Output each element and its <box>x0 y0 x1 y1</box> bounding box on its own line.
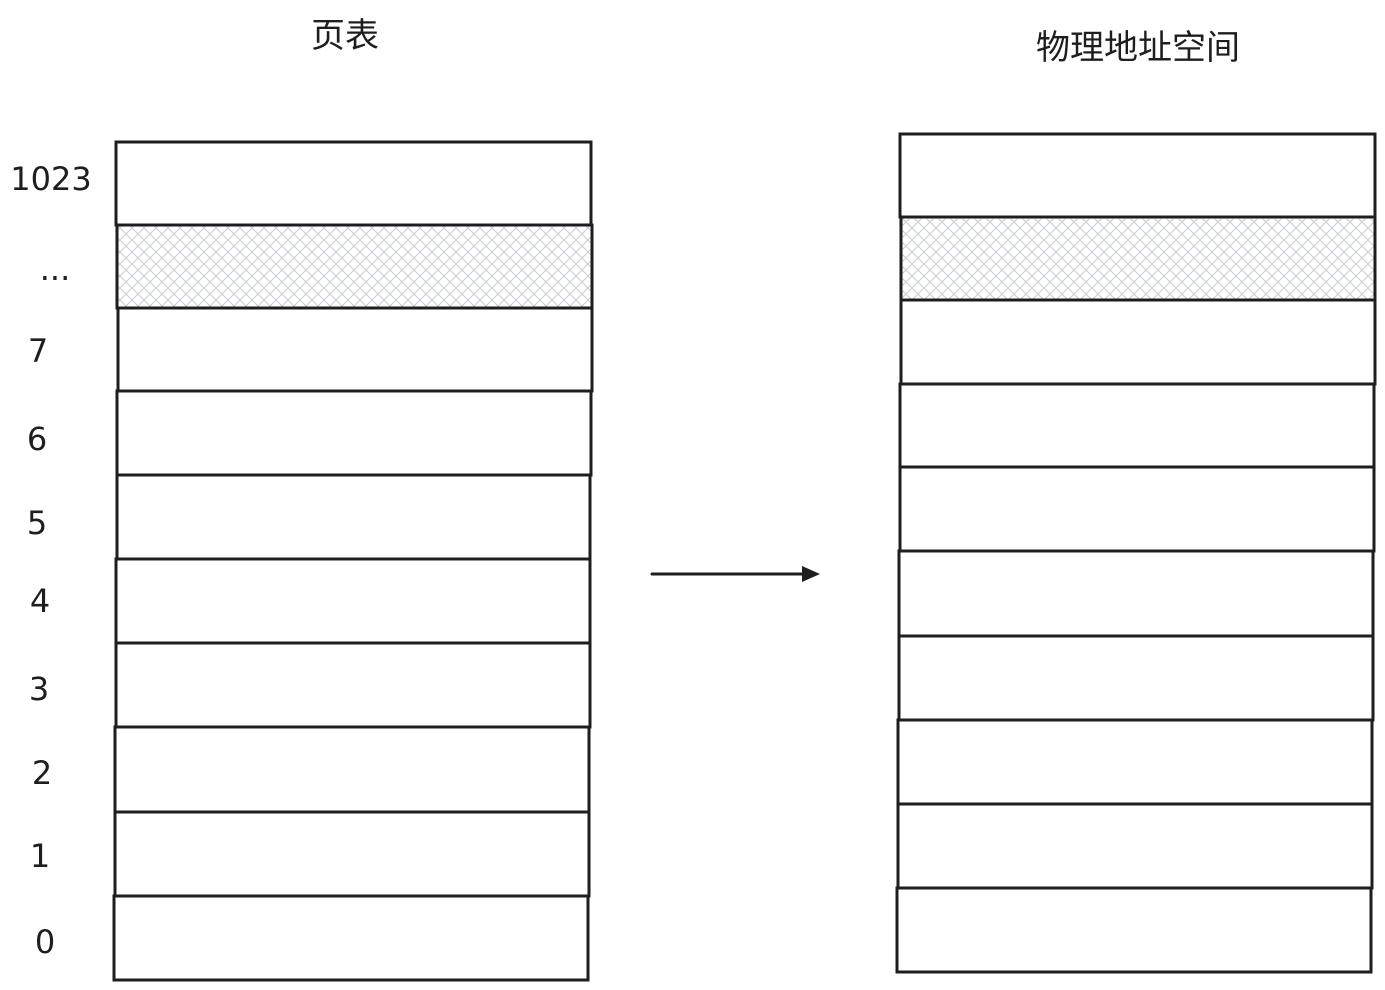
physical-frame <box>897 634 1375 722</box>
row-index-label: 4 <box>30 582 50 620</box>
page-table-row <box>115 473 592 561</box>
physical-address-space-title: 物理地址空间 <box>1036 28 1240 68</box>
physical-address-space <box>895 132 1377 974</box>
row-index-label: 1023 <box>10 160 91 198</box>
row-index-label: 7 <box>28 332 48 370</box>
page-table-row <box>113 810 591 898</box>
page-table-index-labels: 1023 ... 7 6 5 4 3 2 1 0 <box>10 160 91 961</box>
page-table-row <box>116 306 594 393</box>
physical-frame <box>896 718 1374 806</box>
page-table-row <box>114 140 593 227</box>
row-index-label: 0 <box>35 923 55 961</box>
page-table-row <box>115 389 593 477</box>
row-index-label: 1 <box>30 837 50 875</box>
physical-frame <box>898 132 1377 219</box>
physical-frame <box>897 549 1375 638</box>
physical-frame <box>899 298 1377 386</box>
mapping-arrow <box>650 566 820 582</box>
physical-frame <box>896 802 1374 890</box>
row-index-label: 6 <box>27 420 47 458</box>
physical-frame <box>898 465 1376 553</box>
row-index-label: 5 <box>27 504 47 542</box>
physical-frame-ellipsis <box>899 215 1377 302</box>
row-index-label: ... <box>40 250 71 288</box>
page-table-title: 页表 <box>311 16 379 56</box>
page-table-row <box>114 557 592 645</box>
page-table-row <box>113 725 591 814</box>
page-table <box>112 140 594 982</box>
row-index-label: 3 <box>29 670 49 708</box>
physical-frame <box>895 886 1373 974</box>
page-table-row <box>114 641 592 729</box>
physical-frame <box>898 382 1376 469</box>
page-table-row <box>112 894 590 982</box>
page-table-row-ellipsis <box>115 223 594 310</box>
arrow-head <box>802 566 820 582</box>
row-index-label: 2 <box>32 754 52 792</box>
